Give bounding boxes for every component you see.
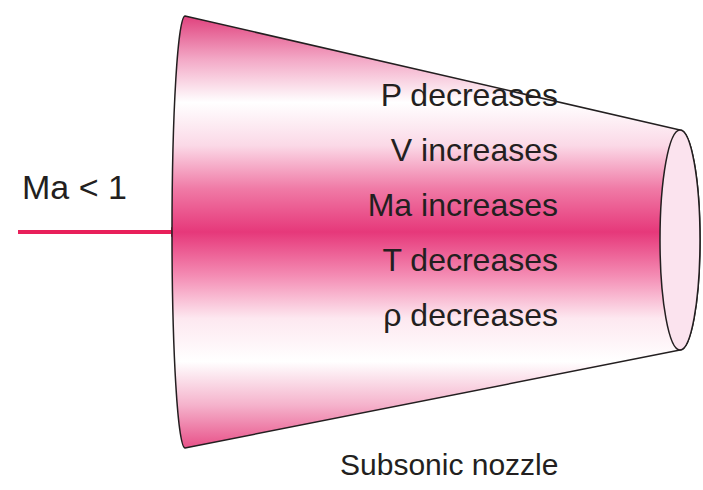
nozzle-shape: P decreasesV increasesMa increasesT decr… bbox=[168, 10, 703, 456]
property-trend: ρ decreases bbox=[368, 288, 558, 343]
property-trend: T decreases bbox=[368, 233, 558, 288]
property-trend: Ma increases bbox=[368, 178, 558, 233]
nozzle-body bbox=[172, 16, 700, 448]
nozzle-outline bbox=[168, 10, 703, 456]
property-trend: P decreases bbox=[368, 68, 558, 123]
property-trend: V increases bbox=[368, 123, 558, 178]
nozzle-text-group: P decreasesV increasesMa increasesT decr… bbox=[368, 68, 558, 343]
flow-arrow bbox=[18, 230, 180, 234]
nozzle-exit bbox=[660, 130, 700, 350]
mach-label: Ma < 1 bbox=[22, 168, 127, 207]
figure-caption: Subsonic nozzle bbox=[340, 448, 558, 482]
